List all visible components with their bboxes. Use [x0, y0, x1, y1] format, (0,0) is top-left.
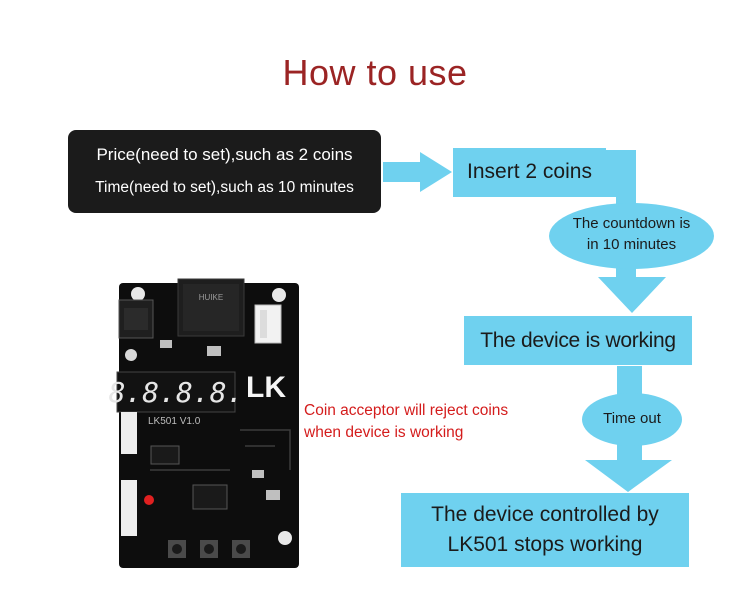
- reject-note-line1: Coin acceptor will reject coins: [304, 402, 509, 419]
- board-model-label: LK501 V1.0: [148, 416, 201, 427]
- settings-box: Price(need to set),such as 2 coins Time(…: [68, 130, 381, 213]
- page-title: How to use: [282, 52, 468, 93]
- red-led: [144, 495, 154, 505]
- board-logo: LK: [246, 371, 286, 404]
- countdown-bubble: The countdown is in 10 minutes: [549, 203, 714, 269]
- device-working-text: The device is working: [480, 329, 676, 352]
- countdown-text-line2: in 10 minutes: [586, 236, 677, 253]
- mount-hole: [272, 288, 286, 302]
- mount-hole: [125, 349, 137, 361]
- device-stops-text-line1: The device controlled by: [431, 503, 659, 526]
- reject-note-line2: when device is working: [304, 424, 464, 441]
- device-working-box: The device is working: [464, 316, 692, 365]
- time-setting-text: Time(need to set),such as 10 minutes: [95, 179, 354, 196]
- pcb-board: HUIKE 8.8.8.8. LK LK501 V1.0: [109, 278, 299, 568]
- right-arrow: [383, 152, 452, 192]
- countdown-text-line1: The countdown is: [572, 215, 691, 232]
- device-stops-text-line2: LK501 stops working: [447, 533, 643, 556]
- timeout-text: Time out: [603, 410, 661, 427]
- device-stops-box: The device controlled by LK501 stops wor…: [401, 493, 689, 567]
- price-setting-text: Price(need to set),such as 2 coins: [96, 145, 353, 164]
- mount-hole: [278, 531, 292, 545]
- insert-coins-box: Insert 2 coins: [453, 148, 606, 197]
- timeout-bubble: Time out: [582, 393, 682, 446]
- insert-coins-text: Insert 2 coins: [467, 160, 592, 183]
- seven-seg-display: 8.8.8.8.: [109, 376, 244, 409]
- relay-brand-label: HUIKE: [199, 293, 223, 302]
- mount-hole: [131, 287, 145, 301]
